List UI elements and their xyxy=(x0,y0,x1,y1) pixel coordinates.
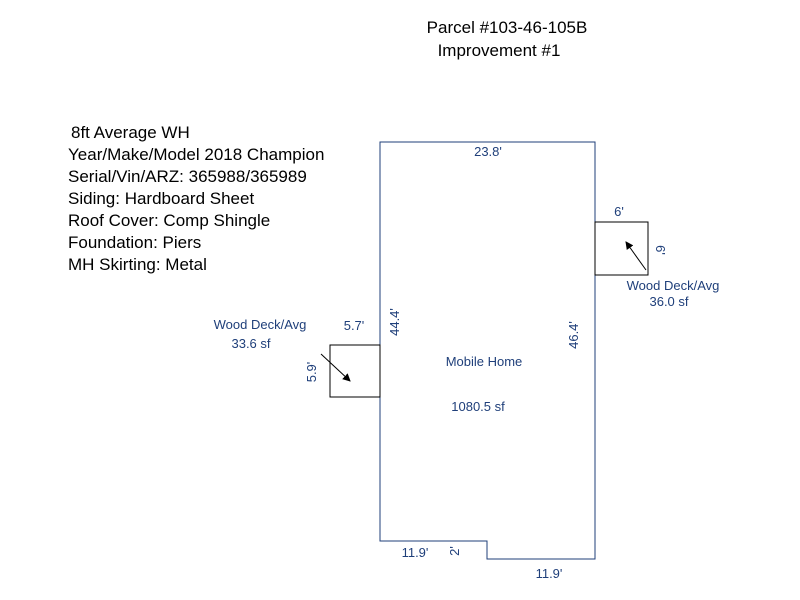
info-line: Siding: Hardboard Sheet xyxy=(68,189,254,208)
dim-left: 44.4' xyxy=(387,308,402,336)
dim-top: 23.8' xyxy=(474,144,502,159)
deck-right-area: 36.0 sf xyxy=(649,294,688,309)
deck-left-width: 5.7' xyxy=(344,318,365,333)
deck-right-width: 6' xyxy=(614,204,624,219)
deck-left-outline xyxy=(329,344,381,398)
deck-right-arrow xyxy=(625,241,647,271)
info-line: Year/Make/Model 2018 Champion xyxy=(68,145,324,164)
deck-right-height: 6' xyxy=(653,245,668,255)
info-line: 8ft Average WH xyxy=(71,123,190,142)
info-line: MH Skirting: Metal xyxy=(68,255,207,274)
dim-bottom-left: 11.9' xyxy=(402,545,429,560)
dim-right: 46.4' xyxy=(566,321,581,349)
info-line: Foundation: Piers xyxy=(68,233,201,252)
improvement-title: Improvement #1 xyxy=(438,41,561,60)
info-line: Roof Cover: Comp Shingle xyxy=(68,211,270,230)
deck-left-area: 33.6 sf xyxy=(231,336,270,351)
dim-notch: 2' xyxy=(447,546,462,556)
deck-left-label: Wood Deck/Avg xyxy=(214,317,307,332)
deck-right-label: Wood Deck/Avg xyxy=(627,278,720,293)
mobile-home-label: Mobile Home xyxy=(446,354,523,369)
mobile-home-area: 1080.5 sf xyxy=(451,399,505,414)
deck-left-height: 5.9' xyxy=(304,362,319,383)
dim-bottom-right: 11.9' xyxy=(536,566,563,581)
deck-right-outline xyxy=(594,221,649,276)
info-line: Serial/Vin/ARZ: 365988/365989 xyxy=(68,167,307,186)
parcel-title: Parcel #103-46-105B xyxy=(427,18,588,37)
mobile-home-outline xyxy=(379,141,596,560)
deck-left-arrow xyxy=(320,353,351,382)
